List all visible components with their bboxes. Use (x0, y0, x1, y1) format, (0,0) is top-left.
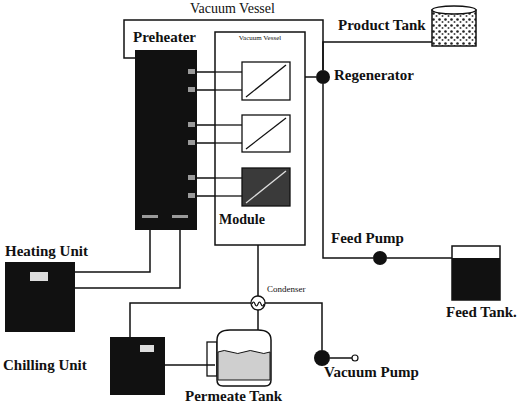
vacuum-pump-symbol (314, 350, 330, 366)
pipe-line (323, 42, 432, 70)
membrane-line (246, 65, 286, 97)
pump-outlet (330, 357, 352, 359)
vessel-caption: Vacuum Vessel (190, 1, 275, 17)
product-tank-rim (432, 6, 476, 14)
preheater-ports (142, 69, 195, 218)
pipe-line (265, 303, 322, 350)
pipe-line (197, 124, 215, 126)
condenser-coil (252, 302, 264, 306)
node-label: Condenser (267, 284, 306, 294)
heating-unit-box: Heating Unit (5, 262, 75, 332)
condenser-symbol (251, 296, 265, 310)
node-label: Vacuum Vessel (239, 34, 281, 42)
heating-unit-display (30, 272, 48, 281)
membrane-line (246, 118, 286, 149)
feed-tank-liquid (452, 258, 500, 300)
preheater-body (135, 50, 197, 230)
membrane-module (242, 115, 290, 152)
pipe-line (124, 20, 323, 70)
regenerator-node: Regenerator (316, 70, 330, 84)
node-label: Product Tank (338, 17, 426, 34)
node-label: Chilling Unit (3, 357, 87, 374)
pipe-line (165, 364, 215, 366)
vacuum-pump: Vacuum Pump (314, 350, 330, 366)
heating-unit-body (5, 262, 75, 332)
node-label: Feed Pump (331, 230, 404, 247)
pipe-line (130, 303, 251, 337)
node-label: Permeate Tank (185, 388, 282, 405)
pipe-line (75, 230, 180, 288)
chilling-unit-body (110, 337, 165, 395)
pipe-line (387, 257, 452, 259)
product-tank-body (432, 10, 476, 46)
pipe-line (257, 310, 259, 330)
regenerator-junction (316, 70, 330, 84)
pipe-line (197, 89, 215, 91)
node-label: Preheater (133, 29, 196, 46)
feed-tank: Feed Tank. (452, 246, 500, 300)
membrane-module (242, 62, 290, 100)
chilling-unit-display (140, 345, 154, 352)
pipe-line (197, 142, 215, 144)
node-label: Vacuum Pump (324, 364, 419, 381)
module-stubs (215, 72, 242, 196)
permeate-liquid (218, 351, 270, 381)
pipe-line (197, 177, 215, 179)
pump-outlet-end (352, 355, 358, 361)
vessel-outline (215, 32, 305, 245)
node-label: Regenerator (334, 67, 414, 84)
preheater-box: Preheater (135, 50, 197, 230)
pipe-line (257, 245, 259, 296)
permeate-tank-body (217, 330, 271, 386)
membrane-line (246, 171, 286, 203)
membrane-module (242, 168, 290, 206)
feed-tank-body (452, 246, 500, 300)
condenser: Condenser (251, 296, 265, 310)
permeate-tank-jacket (207, 342, 217, 376)
pipe-line (305, 76, 316, 78)
node-label: Heating Unit (5, 243, 88, 260)
pipe-line (197, 195, 215, 197)
feed-pump: Feed Pump (373, 251, 387, 265)
product-tank: Product Tank (432, 4, 476, 46)
feed-pump-symbol (373, 251, 387, 265)
permeate-tank: Permeate Tank (215, 330, 271, 386)
chilling-unit-box: Chilling Unit (110, 337, 165, 395)
pipe-line (197, 71, 215, 73)
node-label: Feed Tank. (446, 304, 517, 321)
module-label: Module (219, 212, 265, 228)
